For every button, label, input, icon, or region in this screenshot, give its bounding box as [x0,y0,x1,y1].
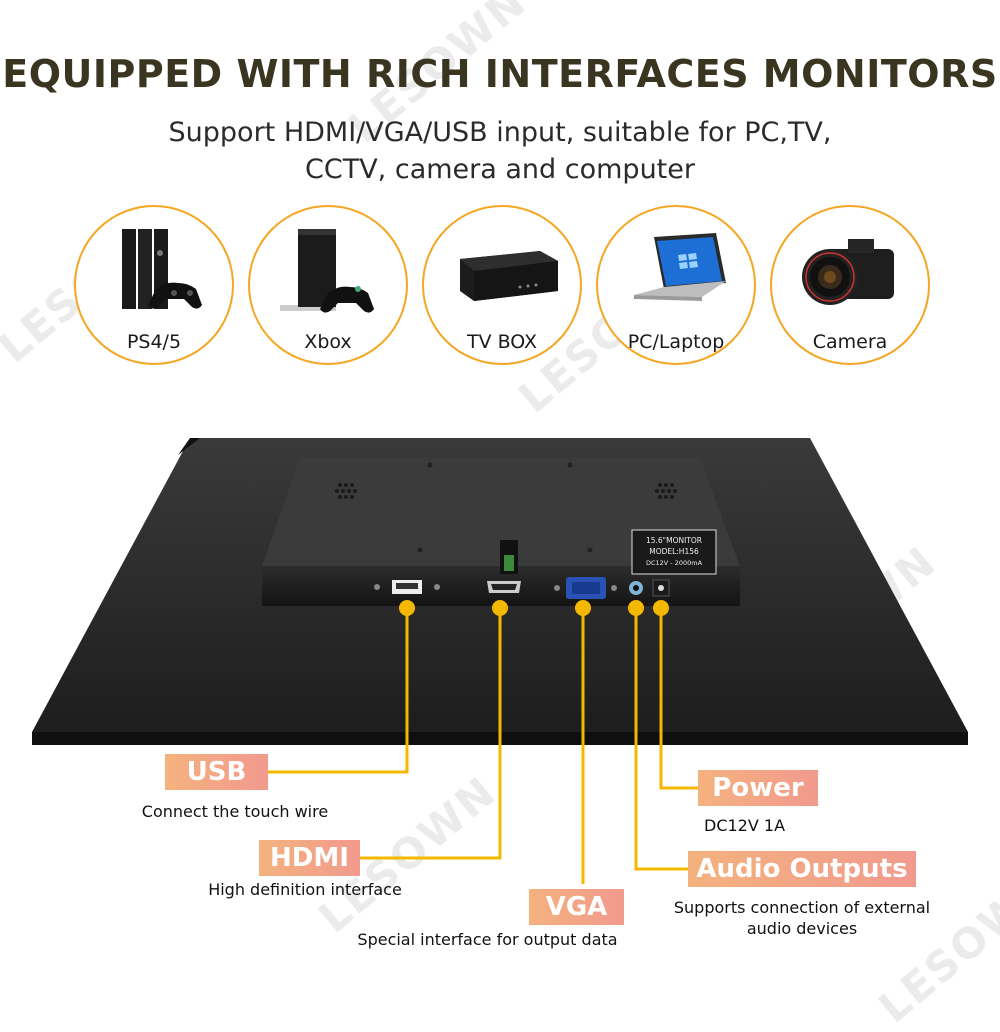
hdmi-description: High definition interface [208,880,402,899]
page-subtitle: Support HDMI/VGA/USB input, suitable for… [100,114,900,188]
monitor-back-illustration: 15.6"MONITOR MODEL:H156 DC12V - 2000mA [32,438,968,884]
device-circle-xbox: Xbox [248,205,408,365]
usb-callout: USB [165,754,268,790]
control-box-top [262,458,740,566]
audio-description-line: Supports connection of external [673,898,931,917]
camera-icon [802,239,894,305]
subtitle-line: CCTV, camera and computer [305,154,695,185]
device-label: PS4/5 [126,331,182,353]
device-circle-tvbox: TV BOX [422,205,582,365]
power-callout: Power [698,770,818,806]
vga-description: Special interface for output data [357,930,618,949]
usb-description: Connect the touch wire [141,802,329,821]
hdmi-callout: HDMI [259,840,360,876]
spec-sticker [631,529,717,575]
xbox-console-icon [280,229,374,313]
tv-box-icon [460,251,558,301]
device-label: PC/Laptop [627,331,725,353]
page-title: EQUIPPED WITH RICH INTERFACES MONITORS [2,52,998,96]
speaker-grille-left [335,483,357,499]
connector-lines [268,608,698,884]
device-circle-ps: PS4/5 [74,205,234,365]
vga-callout: VGA [529,889,624,925]
device-circle-laptop: PC/Laptop [596,205,756,365]
sticker-line: MODEL:H156 [649,547,699,556]
audio-description-line: audio devices [746,919,858,938]
power-description: DC12V 1A [704,816,786,835]
device-label: TV BOX [466,331,538,353]
audio-callout: Audio Outputs [688,851,916,887]
speaker-grille-right [655,483,677,499]
sticker-line: 15.6"MONITOR [646,536,702,545]
subtitle-line: Support HDMI/VGA/USB input, suitable for… [168,117,832,148]
audio-description: Supports connection of external audio de… [652,897,952,939]
device-label: Camera [812,331,888,353]
sticker-line: DC12V - 2000mA [646,559,703,567]
game-console-icon [122,229,202,309]
device-circle-camera: Camera [770,205,930,365]
connector-dots [399,600,669,616]
device-label: Xbox [304,331,352,353]
laptop-icon [634,233,726,301]
